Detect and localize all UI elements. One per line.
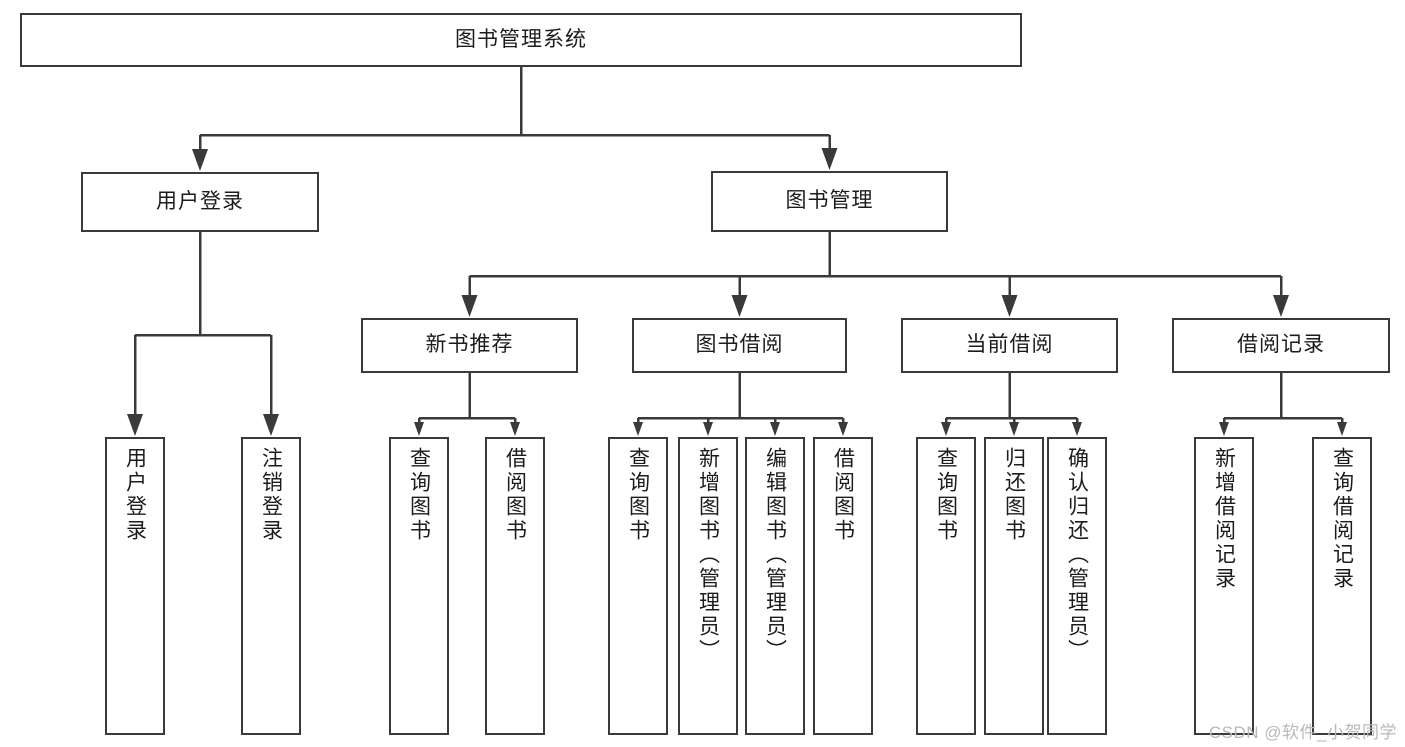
node-leaf-7[interactable]: 借阅图书 <box>813 437 873 735</box>
node-level2-borrow_record[interactable]: 借阅记录 <box>1172 318 1390 373</box>
node-leaf-0[interactable]: 用户登录 <box>105 437 165 735</box>
node-label: 借阅记录 <box>1237 333 1325 357</box>
node-leaf-1[interactable]: 注销登录 <box>241 437 301 735</box>
node-level1-book_manage[interactable]: 图书管理 <box>711 171 948 232</box>
node-label: 图书管理 <box>785 189 874 213</box>
node-label: 注销登录 <box>259 447 283 543</box>
node-leaf-9[interactable]: 归还图书 <box>984 437 1044 735</box>
node-label: 新增借阅记录 <box>1212 447 1236 591</box>
node-label: 确认归还（管理员） <box>1065 447 1089 663</box>
node-label: 借阅图书 <box>503 447 527 543</box>
node-label: 查询图书 <box>934 447 958 543</box>
node-leaf-8[interactable]: 查询图书 <box>916 437 976 735</box>
node-label: 当前借阅 <box>965 333 1054 357</box>
node-label: 图书借阅 <box>695 333 784 357</box>
node-label: 新书推荐 <box>425 333 514 357</box>
node-label: 用户登录 <box>123 447 147 543</box>
node-label: 借阅图书 <box>831 447 855 543</box>
csdn-watermark: CSDN @软件_小贺同学 <box>1208 723 1397 742</box>
node-leaf-10[interactable]: 确认归还（管理员） <box>1047 437 1107 735</box>
node-level2-current_borrow[interactable]: 当前借阅 <box>901 318 1118 373</box>
node-leaf-6[interactable]: 编辑图书（管理员） <box>745 437 805 735</box>
node-leaf-3[interactable]: 借阅图书 <box>485 437 545 735</box>
node-leaf-12[interactable]: 查询借阅记录 <box>1312 437 1372 735</box>
node-label: 用户登录 <box>156 189 244 213</box>
node-leaf-4[interactable]: 查询图书 <box>608 437 668 735</box>
node-label: 归还图书 <box>1002 447 1026 543</box>
node-label: 图书管理系统 <box>455 27 587 51</box>
node-label: 查询借阅记录 <box>1330 447 1354 591</box>
node-leaf-5[interactable]: 新增图书（管理员） <box>678 437 738 735</box>
node-leaf-2[interactable]: 查询图书 <box>389 437 449 735</box>
node-leaf-11[interactable]: 新增借阅记录 <box>1194 437 1254 735</box>
node-label: 查询图书 <box>407 447 431 543</box>
node-level1-user_login[interactable]: 用户登录 <box>81 172 319 232</box>
node-level2-new_book_rec[interactable]: 新书推荐 <box>361 318 578 373</box>
node-label: 查询图书 <box>626 447 650 543</box>
node-level2-book_borrow[interactable]: 图书借阅 <box>632 318 847 373</box>
node-label: 新增图书（管理员） <box>696 447 720 663</box>
node-root[interactable]: 图书管理系统 <box>20 13 1022 67</box>
node-label: 编辑图书（管理员） <box>763 447 787 663</box>
